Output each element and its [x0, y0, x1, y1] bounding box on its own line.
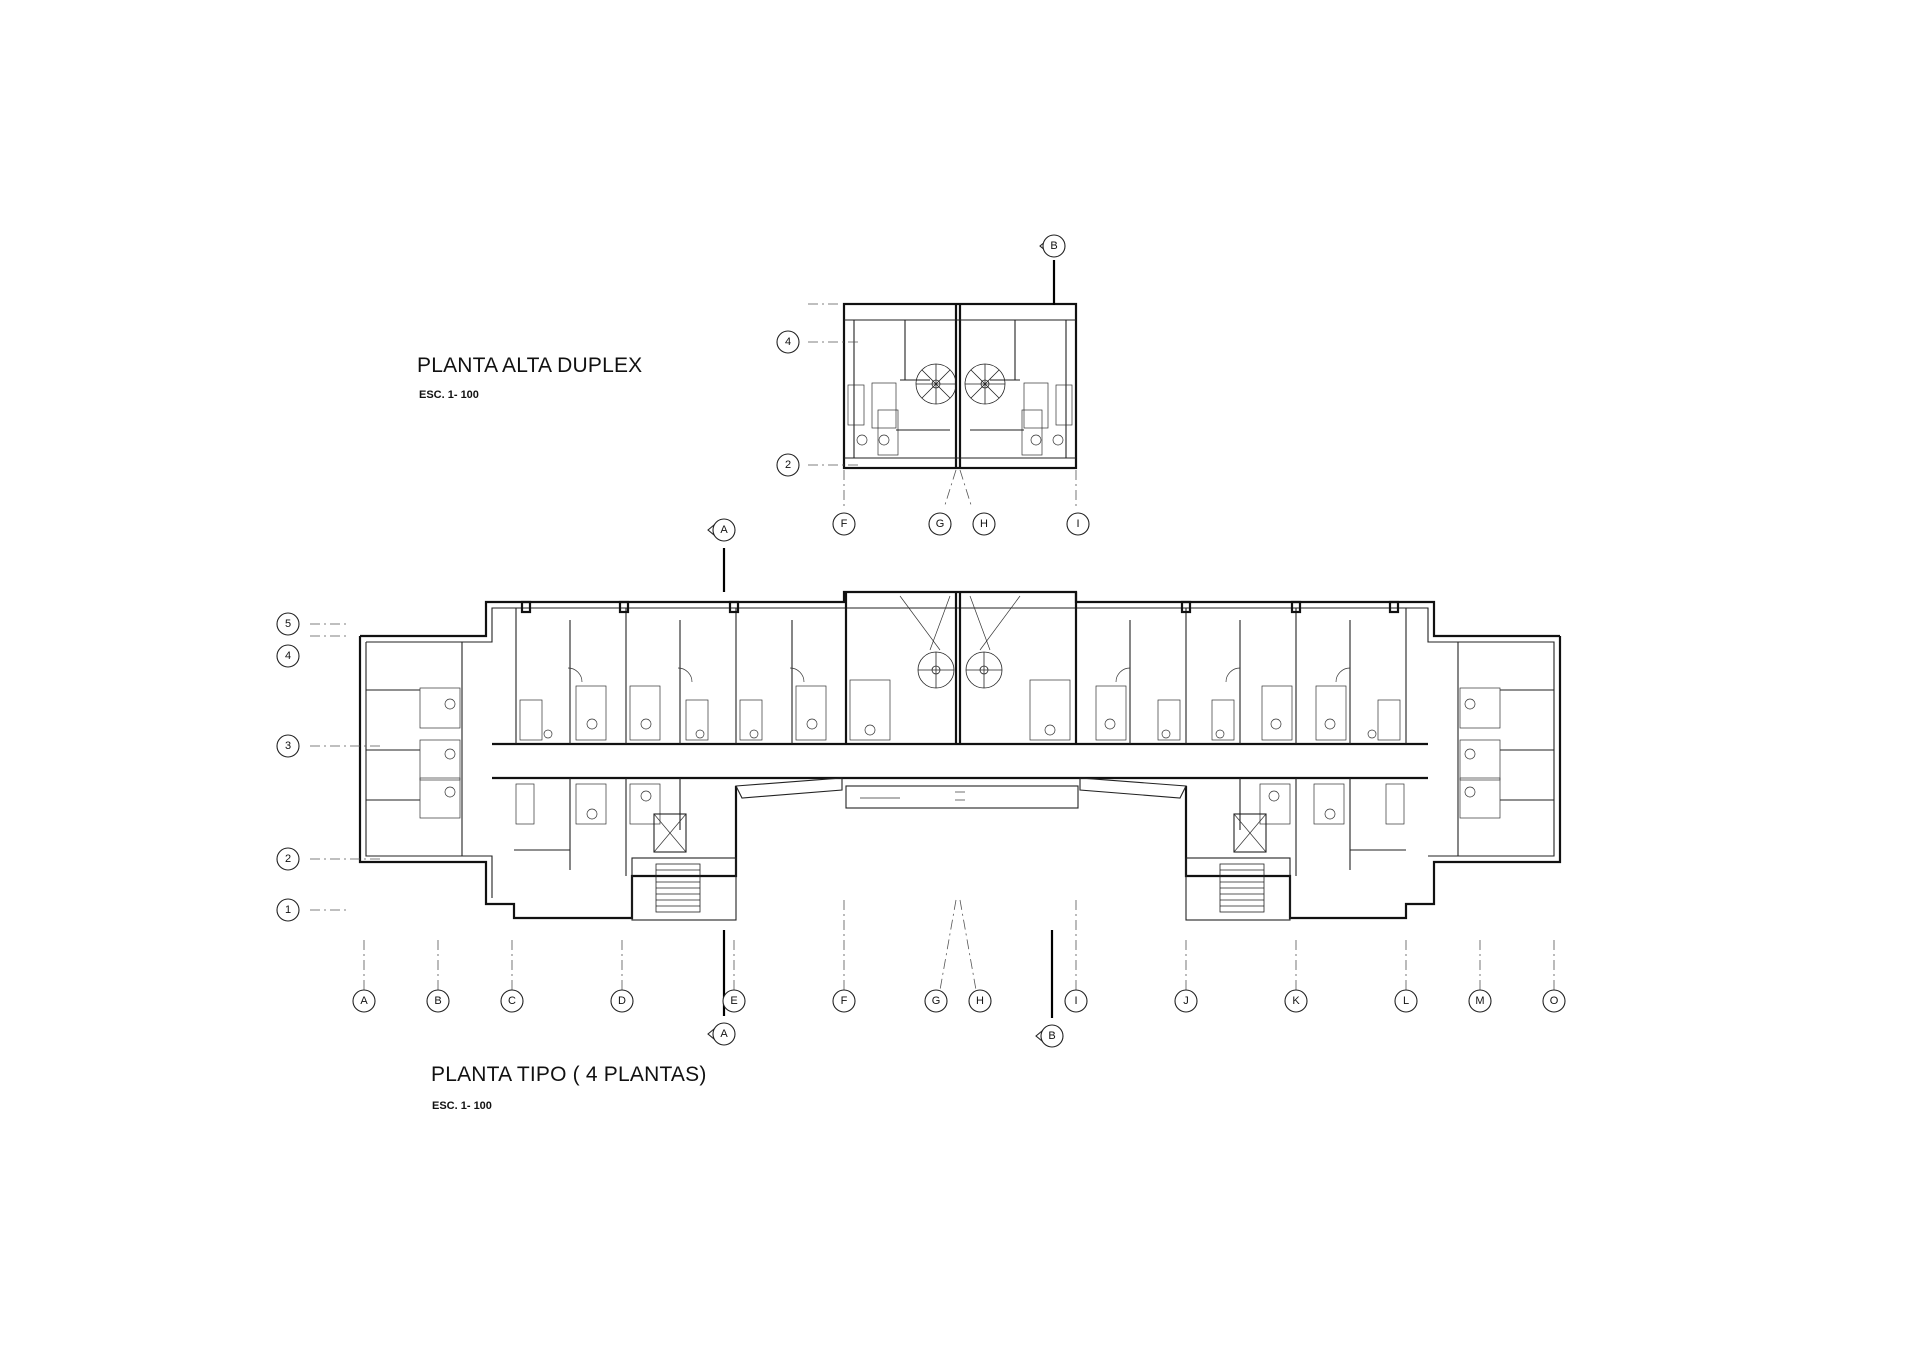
upper-plan-section-mark-B: B: [1042, 234, 1066, 258]
typical-row-axis-5: 5: [276, 612, 300, 636]
typical-col-axis-O: O: [1542, 989, 1566, 1013]
typical-section-mark-A-top: A: [712, 518, 736, 542]
typical-col-axis-D: D: [610, 989, 634, 1013]
svg-text:4: 4: [785, 336, 791, 348]
svg-text:O: O: [1550, 995, 1559, 1007]
typical-row-axis-1: 1: [276, 898, 300, 922]
spiral-stair-right: [964, 363, 1006, 405]
svg-text:1: 1: [285, 904, 291, 916]
svg-text:C: C: [508, 995, 516, 1007]
upper-plan-col-axis-G: G: [928, 512, 952, 536]
svg-text:I: I: [1074, 995, 1077, 1007]
svg-text:B: B: [434, 995, 441, 1007]
typical-col-axis-H: H: [968, 989, 992, 1013]
svg-text:G: G: [932, 995, 941, 1007]
typical-col-axis-J: J: [1174, 989, 1198, 1013]
typical-spiral-stair-left: [899, 595, 955, 689]
svg-text:B: B: [1048, 1030, 1055, 1042]
typical-col-axis-G: G: [924, 989, 948, 1013]
svg-text:M: M: [1475, 995, 1484, 1007]
typical-col-axis-F: F: [832, 989, 856, 1013]
typical-row-axis-4: 4: [276, 644, 300, 668]
svg-text:K: K: [1292, 995, 1300, 1007]
typical-plan-scale: ESC. 1- 100: [432, 1100, 492, 1112]
typical-col-axis-C: C: [500, 989, 524, 1013]
typical-section-mark-A-bottom: A: [712, 1022, 736, 1046]
typical-col-axis-B: B: [426, 989, 450, 1013]
typical-section-mark-B-bottom: B: [1040, 1024, 1064, 1048]
typical-floor-plan: [310, 518, 1562, 1048]
svg-text:2: 2: [285, 853, 291, 865]
svg-text:E: E: [730, 995, 737, 1007]
svg-text:4: 4: [285, 650, 291, 662]
svg-text:F: F: [841, 995, 848, 1007]
typical-col-axis-A: A: [352, 989, 376, 1013]
svg-text:3: 3: [285, 740, 291, 752]
svg-text:H: H: [976, 995, 984, 1007]
upper-plan-col-axis-F: F: [832, 512, 856, 536]
svg-text:J: J: [1183, 995, 1189, 1007]
svg-text:G: G: [936, 518, 945, 530]
svg-text:I: I: [1076, 518, 1079, 530]
typical-col-axis-L: L: [1394, 989, 1418, 1013]
upper-plan-scale: ESC. 1- 100: [419, 389, 479, 401]
upper-duplex-plan: [808, 234, 1078, 509]
svg-text:L: L: [1403, 995, 1409, 1007]
typical-col-axis-I: I: [1064, 989, 1088, 1013]
typical-col-axis-M: M: [1468, 989, 1492, 1013]
typical-col-axis-E: E: [722, 989, 746, 1013]
typical-row-axis-2: 2: [276, 847, 300, 871]
typical-spiral-stair-right: [965, 595, 1021, 689]
svg-text:F: F: [841, 518, 848, 530]
svg-text:H: H: [980, 518, 988, 530]
upper-plan-col-axis-I: I: [1066, 512, 1090, 536]
typical-col-axis-K: K: [1284, 989, 1308, 1013]
main-stair-left: [631, 857, 737, 921]
upper-plan-row-axis-2: 2: [776, 453, 800, 477]
main-stair-right: [1185, 857, 1291, 921]
upper-plan-row-axis-4: 4: [776, 330, 800, 354]
svg-text:A: A: [720, 1028, 728, 1040]
typical-plan-title: PLANTA TIPO ( 4 PLANTAS): [431, 1063, 707, 1086]
upper-plan-title: PLANTA ALTA DUPLEX: [417, 354, 643, 377]
svg-text:B: B: [1050, 240, 1057, 252]
svg-text:A: A: [360, 995, 368, 1007]
upper-plan-col-axis-H: H: [972, 512, 996, 536]
svg-text:5: 5: [285, 618, 291, 630]
typical-row-axis-3: 3: [276, 734, 300, 758]
spiral-stair-left: [915, 363, 957, 405]
svg-text:D: D: [618, 995, 626, 1007]
svg-text:A: A: [720, 524, 728, 536]
svg-text:2: 2: [785, 459, 791, 471]
